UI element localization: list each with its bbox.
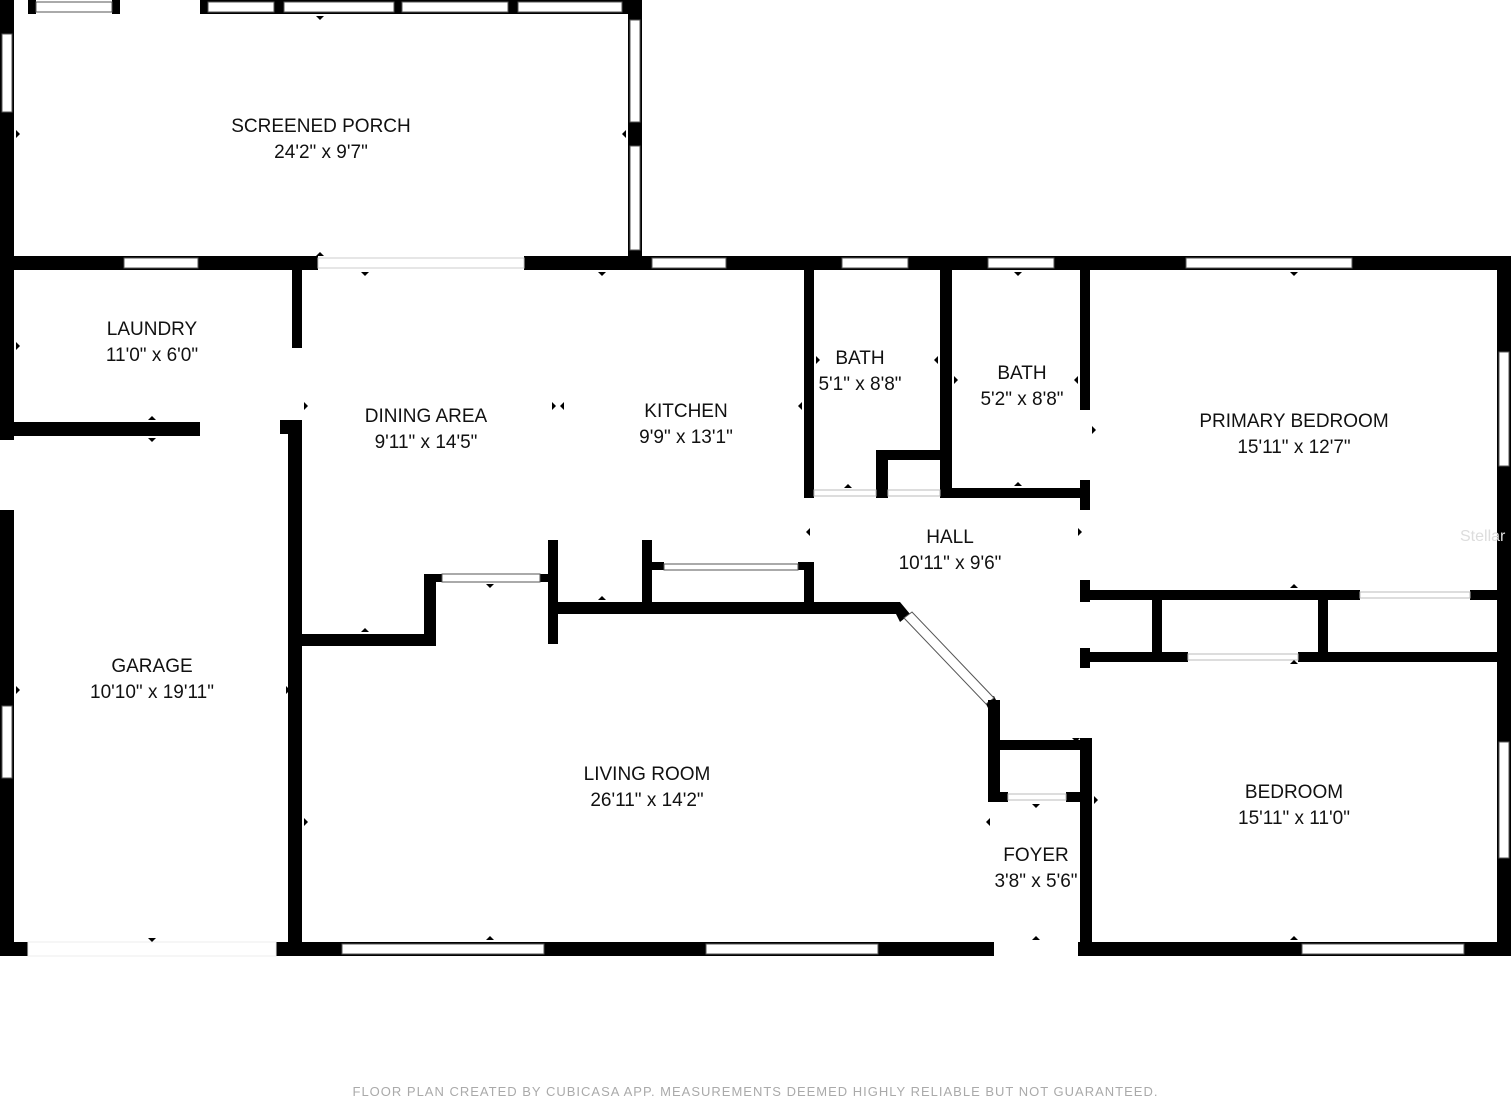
room-dimensions: 10'10" x 19'11"	[90, 682, 214, 703]
dining-living-openings	[441, 563, 995, 705]
room-bath-2: BATH 5'2" x 8'8"	[980, 361, 1063, 413]
room-name: FOYER	[1003, 845, 1069, 866]
room-foyer: FOYER 3'8" x 5'6"	[994, 843, 1077, 895]
room-name: LAUNDRY	[106, 319, 198, 340]
room-laundry: LAUNDRY 11'0" x 6'0"	[106, 317, 198, 369]
room-dimensions: 15'11" x 11'0"	[1238, 808, 1350, 829]
room-dining-area: DINING AREA 9'11" x 14'5"	[365, 404, 487, 456]
room-name: HALL	[926, 527, 974, 548]
room-dimensions: 3'8" x 5'6"	[994, 871, 1078, 892]
room-dimensions: 5'2" x 8'8"	[980, 389, 1064, 410]
room-bedroom: BEDROOM 15'11" x 11'0"	[1238, 780, 1350, 832]
room-name: LIVING ROOM	[583, 764, 711, 785]
room-name: PRIMARY BEDROOM	[1199, 411, 1389, 432]
room-name: BATH	[997, 363, 1047, 384]
room-garage: GARAGE 10'10" x 19'11"	[90, 654, 214, 706]
bath-walls	[804, 270, 1090, 510]
room-dimensions: 5'1" x 8'8"	[818, 374, 902, 395]
room-hall: HALL 10'11" x 9'6"	[899, 525, 1002, 577]
room-name: SCREENED PORCH	[231, 116, 411, 137]
room-name: GARAGE	[111, 656, 193, 677]
room-dimensions: 26'11" x 14'2"	[590, 790, 704, 811]
room-name: BEDROOM	[1244, 782, 1344, 803]
room-kitchen: KITCHEN 9'9" x 13'1"	[639, 399, 733, 451]
room-name: BATH	[835, 348, 885, 369]
bedroom-walls	[988, 580, 1511, 956]
dimension-ticks	[16, 16, 1298, 942]
bath-openings	[813, 489, 941, 497]
watermark-text: Stellar	[1460, 528, 1506, 545]
room-living-room: LIVING ROOM 26'11" x 14'2"	[584, 762, 711, 814]
bedroom-openings	[1007, 591, 1471, 801]
room-primary-bedroom: PRIMARY BEDROOM 15'11" x 12'7"	[1199, 409, 1388, 461]
room-name: DINING AREA	[364, 406, 488, 427]
dining-living-walls	[302, 540, 1000, 712]
room-dimensions: 10'11" x 9'6"	[898, 553, 1002, 574]
room-dimensions: 9'11" x 14'5"	[374, 432, 478, 453]
laundry-garage-walls	[0, 270, 302, 956]
footer-disclaimer: FLOOR PLAN CREATED BY CUBICASA APP. MEAS…	[352, 1084, 1159, 1099]
room-dimensions: 9'9" x 13'1"	[639, 427, 733, 448]
room-dimensions: 11'0" x 6'0"	[105, 345, 199, 366]
room-screened-porch: SCREENED PORCH 24'2" x 9'7"	[231, 114, 410, 166]
room-dimensions: 24'2" x 9'7"	[274, 142, 368, 163]
room-dimensions: 15'11" x 12'7"	[1237, 437, 1351, 458]
room-name: KITCHEN	[644, 401, 728, 422]
room-bath-1: BATH 5'1" x 8'8"	[818, 346, 901, 398]
exterior-windows	[1, 257, 1510, 957]
screened-porch-walls	[0, 0, 642, 440]
screened-porch-windows	[1, 1, 641, 251]
